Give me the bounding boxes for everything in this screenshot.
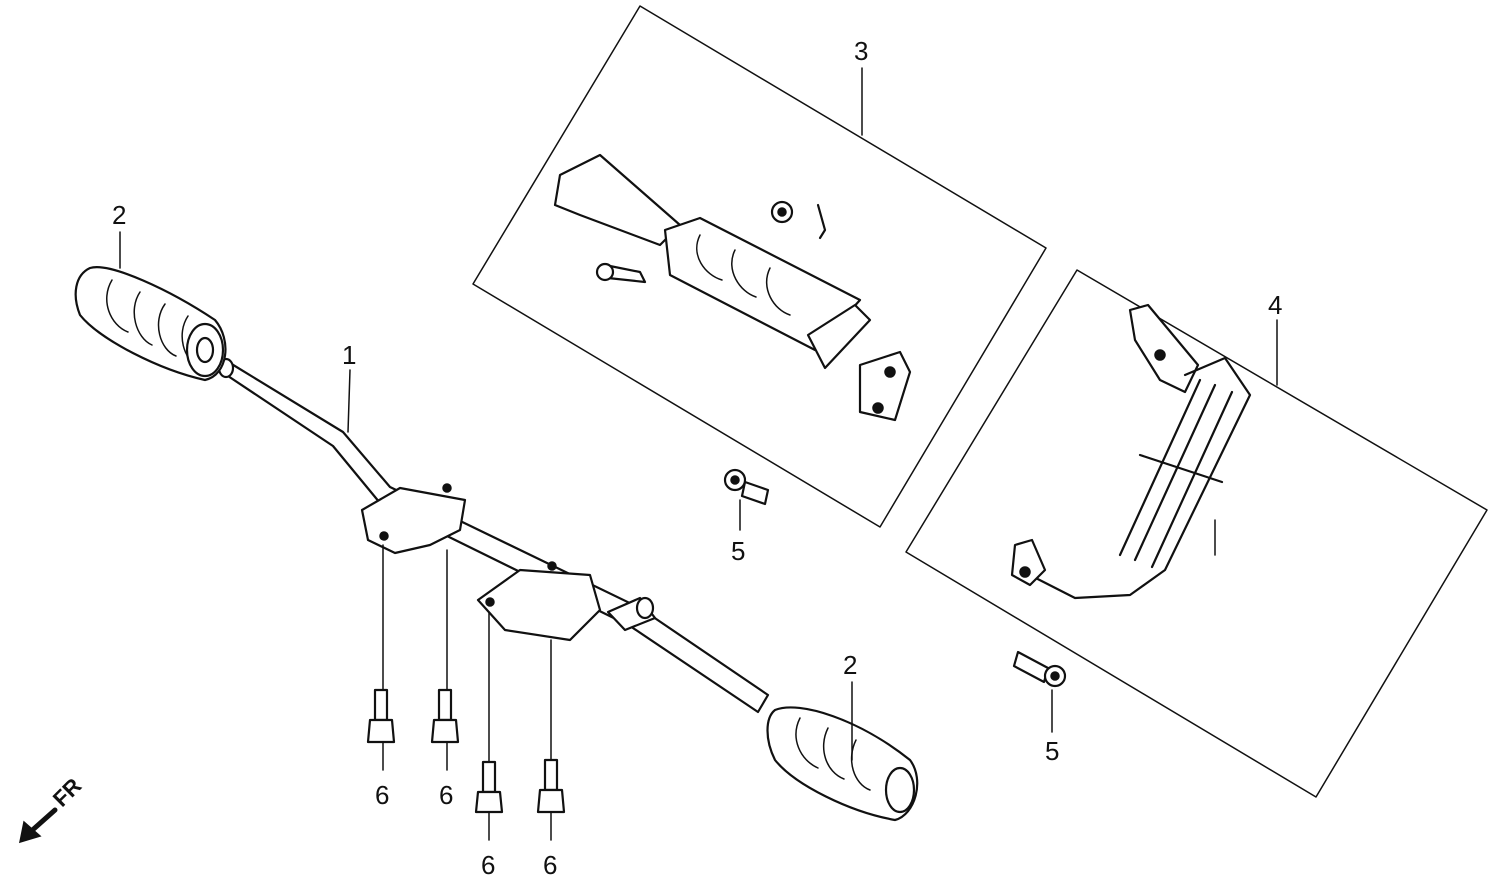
callout-6-d: 6 [543,850,557,880]
callout-2-right: 2 [843,650,857,680]
bolt-part-5-upper [723,468,770,506]
front-direction-indicator: FR [19,773,86,844]
callout-2-left: 2 [112,200,126,230]
bolt-part-6-b [430,688,460,744]
kit-box-rear-carrier [905,269,1488,798]
arrow-down-left-icon [19,807,58,844]
bolt-part-6-d [536,758,566,814]
footrest-bar-part-1 [217,357,770,714]
bolt-part-6-c [474,760,504,814]
rubber-grip-right-part-2 [766,706,919,822]
bolt-part-6-a [366,688,396,744]
kit-box-footpeg-assembly [472,5,1047,528]
callout-1: 1 [342,340,356,370]
rubber-grip-left-part-2 [74,266,227,382]
callout-6-a: 6 [375,780,389,810]
callout-6-c: 6 [481,850,495,880]
footpeg-assembly-part-3 [553,153,912,422]
leader-lines [119,67,1278,841]
callout-5-lower: 5 [1045,736,1059,766]
callout-5-upper: 5 [731,536,745,566]
callout-4: 4 [1268,290,1282,320]
bolt-part-5-lower [1012,650,1067,688]
front-direction-label: FR [48,773,86,811]
callout-3: 3 [854,36,868,66]
rear-carrier-part-4 [1010,303,1252,600]
callout-6-b: 6 [439,780,453,810]
